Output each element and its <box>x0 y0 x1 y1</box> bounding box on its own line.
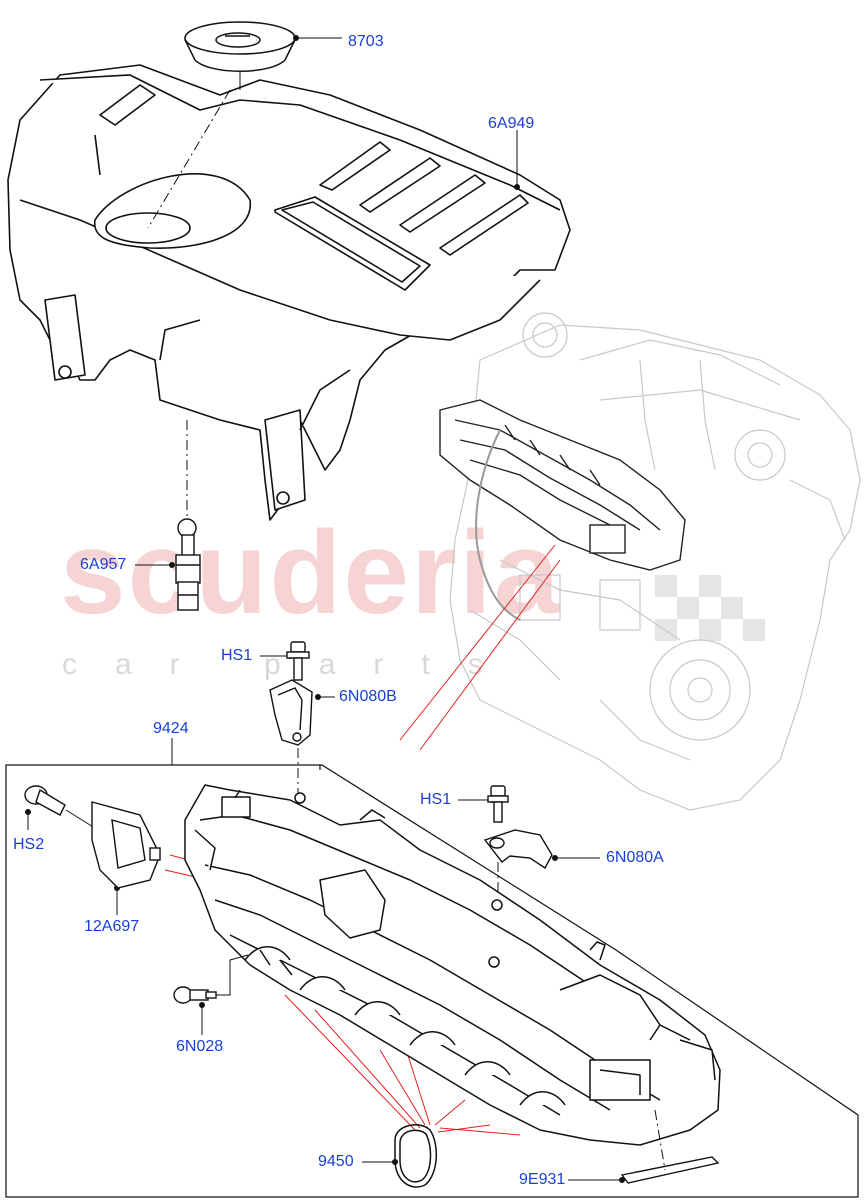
stud-6N028 <box>173 986 217 1004</box>
callout-6N080A: 6N080A <box>606 849 664 866</box>
bolt-HS1-lower <box>487 785 509 823</box>
watermark-tagline: car parts <box>62 648 521 681</box>
watermark-flag <box>655 575 765 641</box>
callout-6N028: 6N028 <box>176 1038 224 1055</box>
wiring-harness <box>475 429 521 621</box>
callout-9450: 9450 <box>318 1153 354 1170</box>
sensor-12A697 <box>91 801 161 889</box>
manifold-kit-box <box>5 764 859 1198</box>
callout-8703: 8703 <box>348 33 384 50</box>
stud-6A957 <box>175 518 201 611</box>
callout-HS1-upper: HS1 <box>221 647 253 664</box>
bolt-HS1-upper <box>286 641 310 681</box>
manifold-on-engine <box>439 399 686 571</box>
gasket-9E931 <box>620 1156 720 1184</box>
cap-8703 <box>184 21 296 72</box>
gasket-9450 <box>394 1124 438 1188</box>
callout-6A949: 6A949 <box>488 115 535 132</box>
callout-HS1-lower: HS1 <box>420 791 452 808</box>
callout-HS2: HS2 <box>13 836 45 853</box>
intake-manifold-9424 <box>184 784 721 1146</box>
callout-12A697: 12A697 <box>84 918 140 935</box>
bracket-6N080B <box>269 679 313 746</box>
engine-cover <box>7 64 571 521</box>
bolt-HS2 <box>24 785 66 816</box>
callout-6A957: 6A957 <box>80 556 127 573</box>
callout-9E931: 9E931 <box>519 1171 566 1188</box>
cap-centerline <box>147 89 231 229</box>
callout-6N080B: 6N080B <box>339 688 397 705</box>
engine-assembly <box>449 312 861 811</box>
bracket-6N080A <box>483 829 553 870</box>
callout-9424: 9424 <box>153 720 189 737</box>
